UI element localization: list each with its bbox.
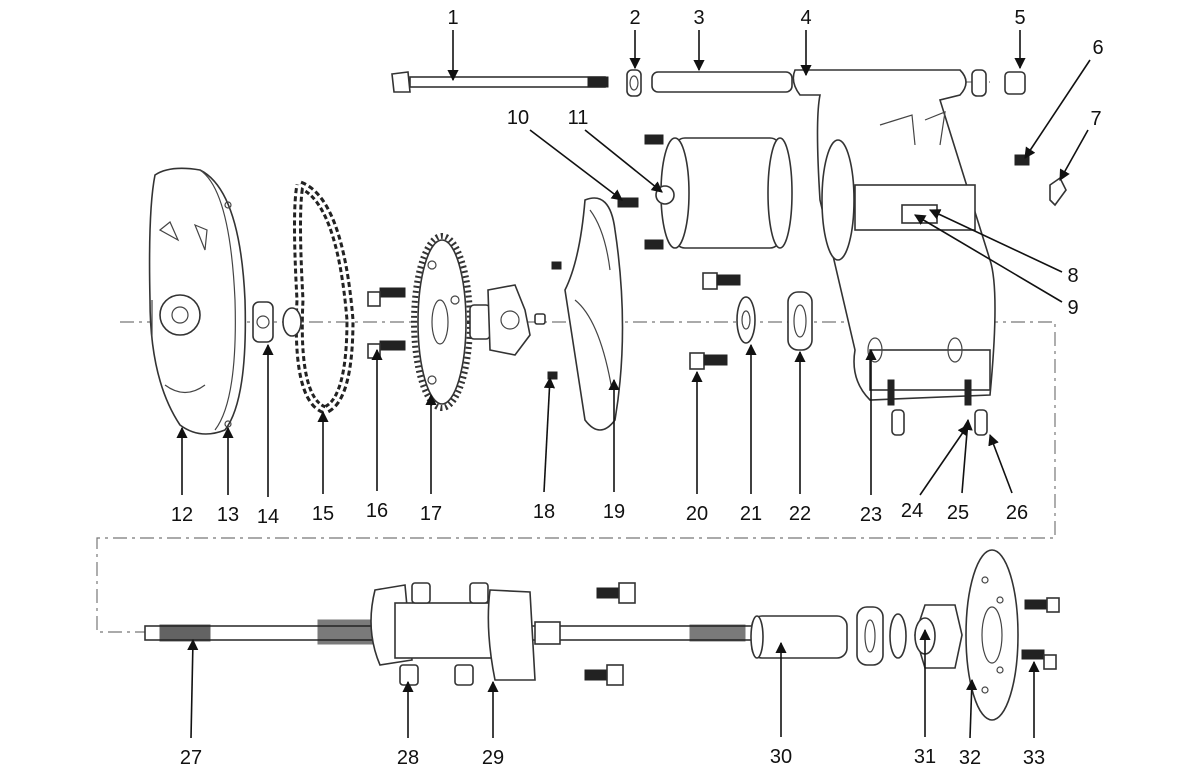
callout-label-18: 18 xyxy=(533,501,555,523)
callout-label-3: 3 xyxy=(693,7,704,29)
callout-label-6: 6 xyxy=(1092,37,1103,59)
callout-label-14: 14 xyxy=(257,506,279,528)
callout-label-4: 4 xyxy=(800,7,811,29)
callout-label-26: 26 xyxy=(1006,502,1028,524)
callout-arrow-25 xyxy=(961,418,973,494)
mount-bolts xyxy=(689,272,741,370)
pivot-tube xyxy=(651,71,793,93)
callout-arrow-6 xyxy=(1024,59,1091,159)
hub-bearings xyxy=(856,606,907,666)
chain xyxy=(282,180,355,415)
sprocket-bolts xyxy=(367,287,406,359)
callout-arrow-9 xyxy=(914,214,1063,303)
callout-label-19: 19 xyxy=(603,501,625,523)
callout-label-29: 29 xyxy=(482,747,504,769)
bearing xyxy=(787,291,813,351)
callout-label-5: 5 xyxy=(1014,7,1025,29)
callout-arrow-10 xyxy=(529,129,623,201)
spacer-tube xyxy=(750,615,848,659)
callout-label-11: 11 xyxy=(568,107,589,129)
sprocket xyxy=(411,233,473,411)
callout-arrow-26 xyxy=(988,433,1013,494)
callout-label-13: 13 xyxy=(217,504,239,526)
callout-label-12: 12 xyxy=(171,504,193,526)
callout-arrow-7 xyxy=(1059,129,1089,181)
center-line xyxy=(96,321,1056,633)
axle-housing xyxy=(370,582,536,686)
callout-label-22: 22 xyxy=(789,503,811,525)
chain-cover xyxy=(148,167,247,435)
callout-label-21: 21 xyxy=(740,503,762,525)
sprocket-nut xyxy=(252,301,274,343)
callout-label-2: 2 xyxy=(629,7,640,29)
callout-label-24: 24 xyxy=(901,500,923,522)
sprocket-hub xyxy=(469,284,546,356)
callout-arrow-18 xyxy=(543,376,556,493)
callout-label-31: 31 xyxy=(914,746,936,768)
callout-label-23: 23 xyxy=(860,504,882,526)
long-bolt xyxy=(391,71,609,93)
brake-hub xyxy=(914,604,963,669)
callout-label-16: 16 xyxy=(366,500,388,522)
housing-bolts xyxy=(584,582,636,686)
brake-disc xyxy=(965,549,1019,721)
nut xyxy=(626,69,642,97)
callout-label-7: 7 xyxy=(1090,108,1101,130)
callout-label-20: 20 xyxy=(686,503,708,525)
callout-label-33: 33 xyxy=(1023,747,1045,769)
chain-guard xyxy=(547,197,624,431)
small-bolt xyxy=(1014,154,1030,166)
clip xyxy=(1049,176,1067,207)
callout-label-1: 1 xyxy=(447,7,458,29)
callout-arrow-8 xyxy=(928,209,1063,273)
callout-label-15: 15 xyxy=(312,503,334,525)
callout-label-27: 27 xyxy=(180,747,202,769)
callout-arrow-32 xyxy=(966,678,978,739)
callout-label-25: 25 xyxy=(947,502,969,524)
callout-label-30: 30 xyxy=(770,746,792,768)
callout-label-8: 8 xyxy=(1067,265,1078,287)
callout-label-10: 10 xyxy=(507,107,529,129)
disc-bolts xyxy=(1021,597,1060,670)
callout-label-9: 9 xyxy=(1067,297,1078,319)
swing-arm xyxy=(792,69,996,436)
callout-label-32: 32 xyxy=(959,747,981,769)
motor xyxy=(617,134,793,250)
callout-label-17: 17 xyxy=(420,503,442,525)
callout-arrow-11 xyxy=(584,129,663,193)
washer xyxy=(736,296,756,344)
pivot-nut xyxy=(971,69,1026,97)
callout-arrow-24 xyxy=(919,424,969,496)
callout-arrow-27 xyxy=(187,638,199,739)
callout-label-28: 28 xyxy=(397,747,419,769)
